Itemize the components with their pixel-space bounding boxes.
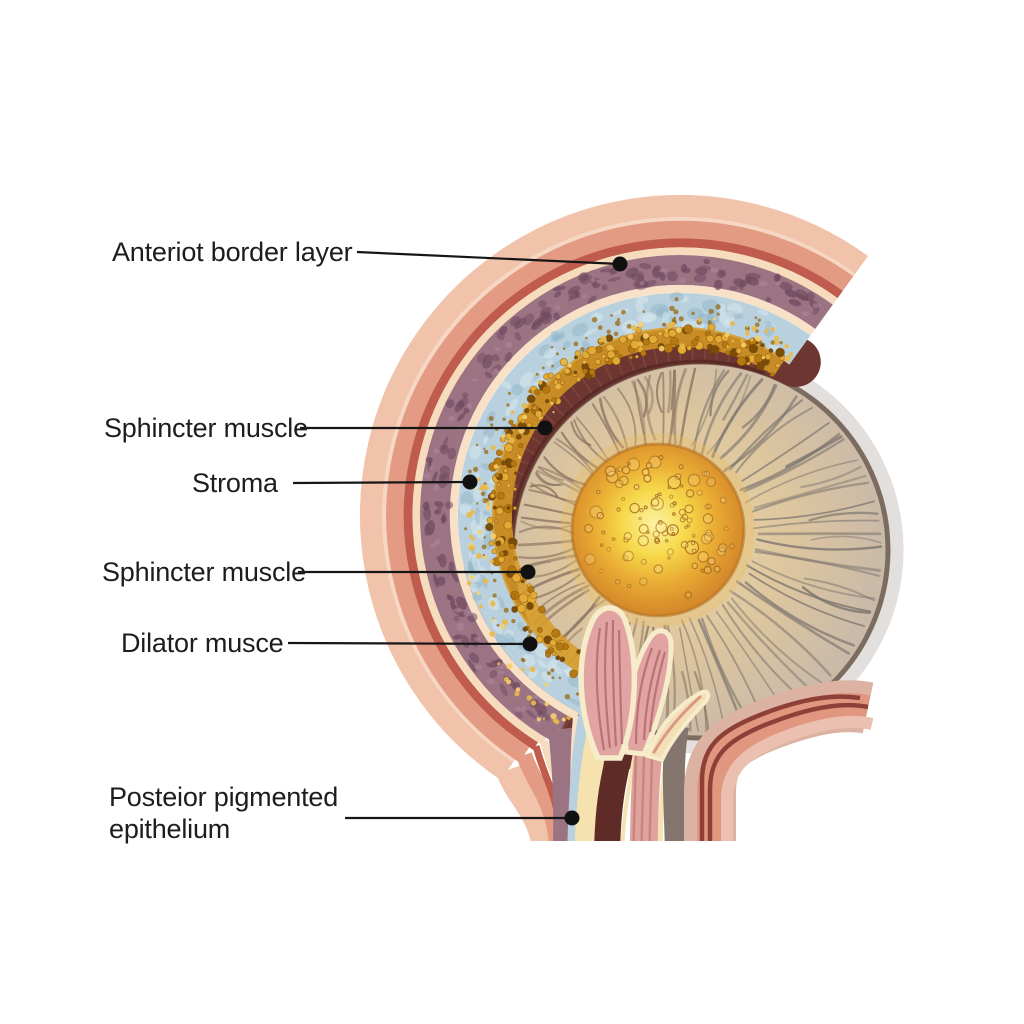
label-sphincter-muscle-upper: Sphincter muscle [104,413,308,443]
label-sphincter-muscle-lower: Sphincter muscle [102,557,306,587]
iris-root-stalk [496,673,874,841]
label-dilator-muscle: Dilator musce [121,628,284,658]
leader-lines [287,250,628,826]
label-posterior-pigmented-epithelium: Posteior pigmented epithelium [109,782,339,845]
pigment-granules [464,297,794,763]
label-stroma: Stroma [192,468,278,498]
dilator-muscle-fan [578,605,711,763]
label-anterior-border-layer: Anteriot border layer [112,237,353,267]
